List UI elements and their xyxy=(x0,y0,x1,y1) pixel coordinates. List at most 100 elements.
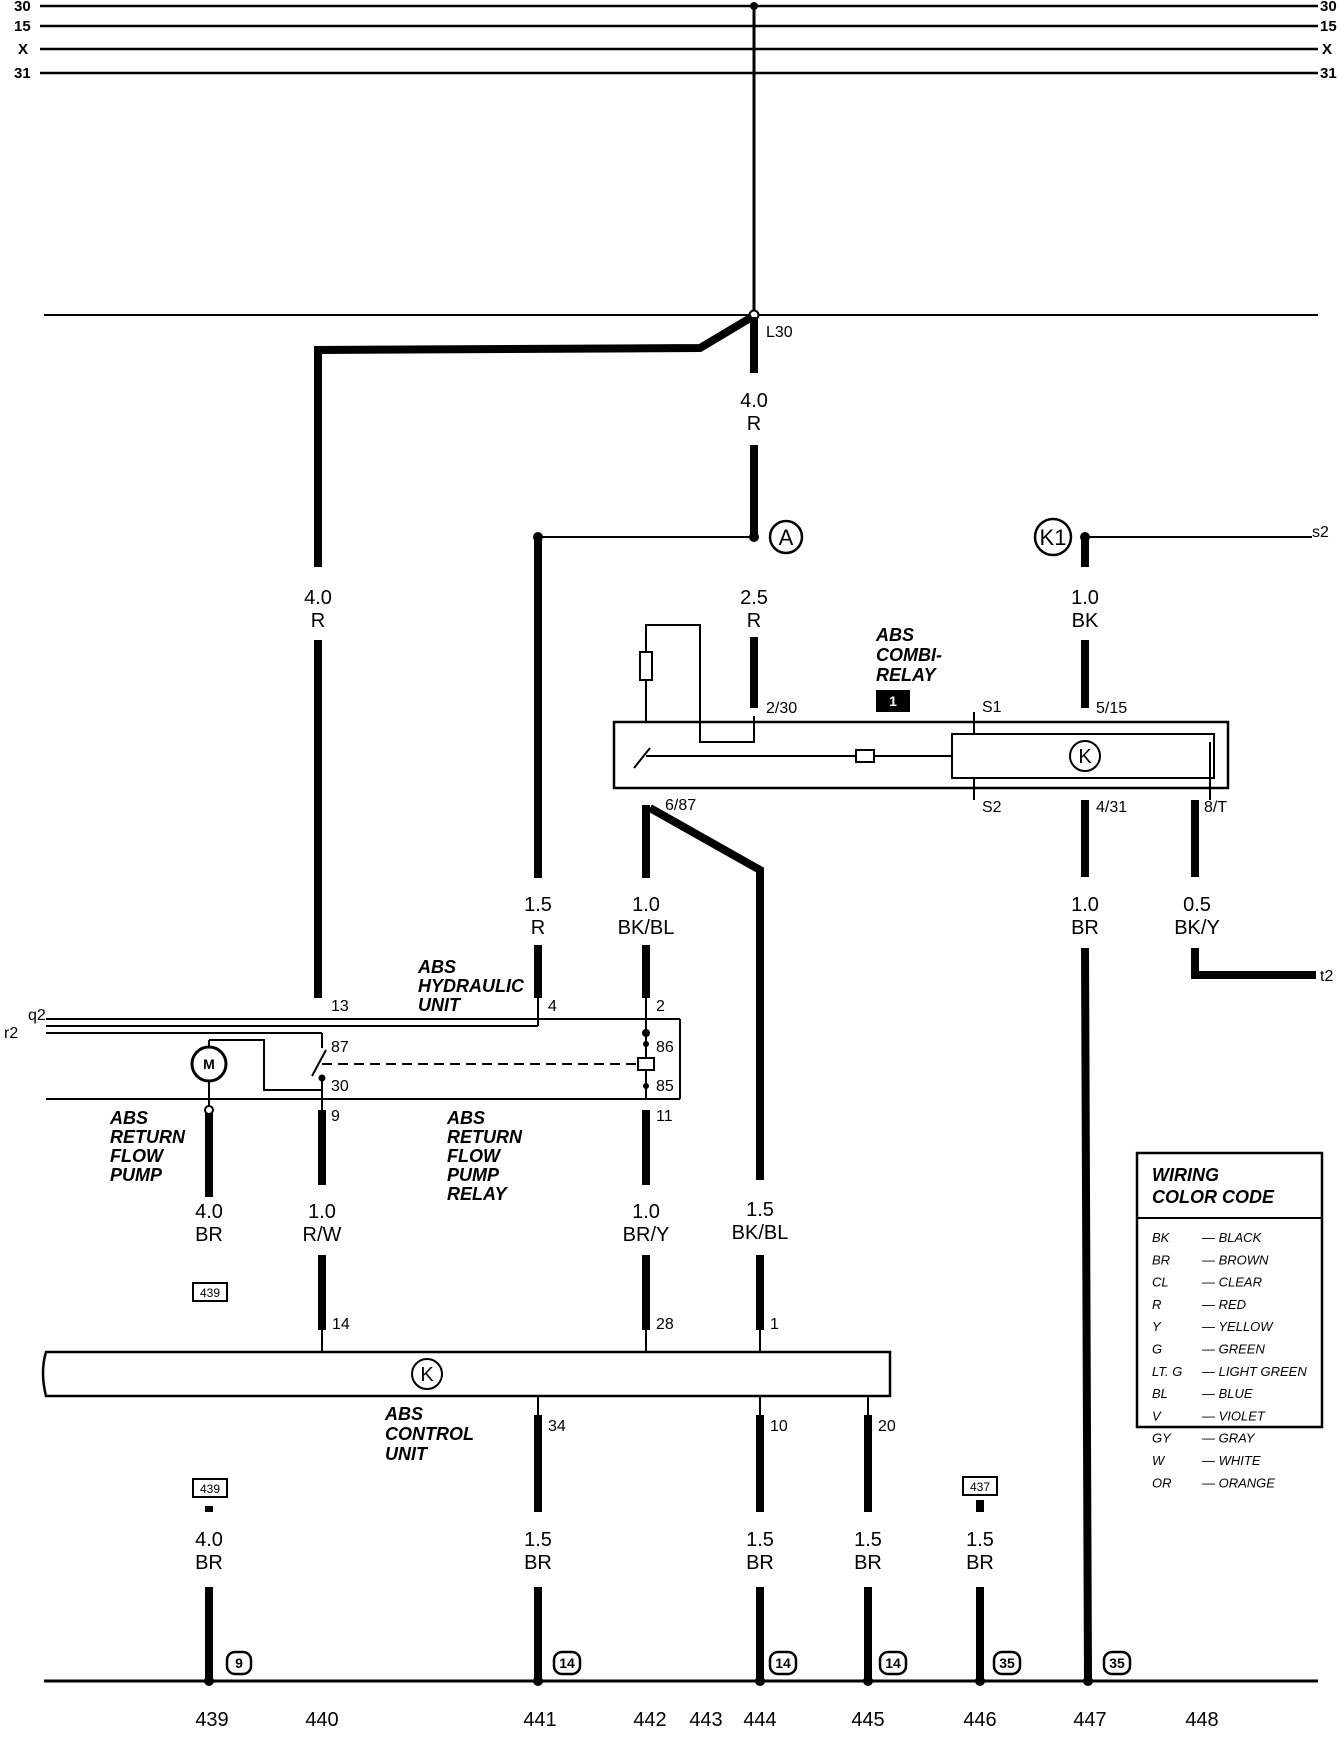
legend-title-1: WIRING xyxy=(1152,1165,1219,1185)
connector-a-label: A xyxy=(779,525,794,550)
legend-color-name: — BROWN xyxy=(1201,1252,1269,1267)
wire-labels: 4.0 R 4.0 R 2.5 R 1.0 BK 1.5 R 1.0 BK/BL… xyxy=(195,390,1220,1574)
hydraulic-pump-loop xyxy=(209,1039,322,1091)
legend-code: BK xyxy=(1152,1230,1171,1245)
connector-k1-label: K1 xyxy=(1040,525,1067,550)
splice-label-l30: L30 xyxy=(766,324,793,341)
wire-color-main: R xyxy=(747,413,761,435)
hydraulic-switch-blade xyxy=(311,1049,327,1077)
wire-size-cu1: 1.5 xyxy=(746,1199,774,1221)
wire-size-cu20: 1.5 xyxy=(854,1529,882,1551)
pump-title-4: PUMP xyxy=(110,1165,163,1185)
wire-color-8t: BK/Y xyxy=(1174,917,1220,939)
pump-relay-title-5: RELAY xyxy=(447,1184,509,1204)
wire-size-pin11: 1.0 xyxy=(632,1201,660,1223)
pump-title-2: RETURN xyxy=(110,1127,186,1147)
bus-label-30-left: 30 xyxy=(14,0,31,15)
wire-color-pump: BR xyxy=(195,1224,223,1246)
pump-motor: M xyxy=(190,1045,228,1083)
hydraulic-pin2-junction xyxy=(642,1029,650,1037)
bus-label-31-right: 31 xyxy=(1320,65,1337,82)
ground-junction-445 xyxy=(863,1676,873,1686)
wire-size-cu10: 1.5 xyxy=(746,1529,774,1551)
control-unit: K ABS CONTROL UNIT 14 28 1 34 10 20 xyxy=(41,1316,896,1464)
pump-relay-title-2: RETURN xyxy=(447,1127,523,1147)
pump-title-3: FLOW xyxy=(110,1146,165,1166)
pump-motor-symbol: M xyxy=(203,1056,215,1072)
bus-label-15-left: 15 xyxy=(14,18,31,35)
legend-code: R xyxy=(1152,1297,1161,1312)
connector-k1: K1 xyxy=(1033,517,1073,557)
legend-color-name: — ORANGE xyxy=(1201,1475,1275,1490)
wire-size-pin9: 1.0 xyxy=(308,1201,336,1223)
grid-number: 442 xyxy=(633,1709,666,1731)
pin-label-h85: 85 xyxy=(656,1078,674,1095)
legend-code: BL xyxy=(1152,1386,1168,1401)
wire-color-relay-feed: R xyxy=(747,610,761,632)
legend-color-name: — VIOLET xyxy=(1201,1408,1266,1423)
legend-color-name: — LIGHT GREEN xyxy=(1201,1364,1307,1379)
connector-k1-ring xyxy=(1033,517,1073,557)
hydraulic-relay-coil xyxy=(637,1057,655,1071)
pin-label-6-87: 6/87 xyxy=(665,797,696,814)
grid-number: 447 xyxy=(1073,1709,1106,1731)
legend-color-name: — GRAY xyxy=(1201,1431,1256,1446)
pump-label: ABS RETURN FLOW PUMP xyxy=(109,1108,186,1185)
grid-number: 440 xyxy=(305,1709,338,1731)
ground-point-9-frame xyxy=(225,1650,253,1676)
hydraulic-unit-title-2: HYDRAULIC xyxy=(418,976,525,996)
power-bus xyxy=(40,4,1318,75)
connector-a-ring xyxy=(768,519,804,555)
ground-point-35a-frame xyxy=(992,1650,1022,1676)
hydraulic-unit: ABS HYDRAULIC UNIT M xyxy=(4,957,681,1125)
combi-relay-title-3: RELAY xyxy=(876,665,938,685)
legend-code: GY xyxy=(1152,1431,1172,1446)
combi-relay-k-ring xyxy=(1069,740,1101,772)
pin-label-c28: 28 xyxy=(656,1316,674,1333)
control-unit-leads xyxy=(321,1330,869,1415)
wire-size-relay-feed: 2.5 xyxy=(740,587,768,609)
control-unit-k-ring xyxy=(411,1358,443,1390)
wire-size-main: 4.0 xyxy=(740,390,768,412)
pin-label-h87: 87 xyxy=(331,1039,349,1056)
legend-color-name: — YELLOW xyxy=(1201,1319,1274,1334)
ground-point-14c: 14 xyxy=(885,1655,901,1671)
wire-size-left: 4.0 xyxy=(304,587,332,609)
combi-relay-k-symbol: K xyxy=(1078,746,1092,768)
wire-color-446: BR xyxy=(966,1552,994,1574)
hydraulic-pump-bottom-node xyxy=(204,1105,214,1115)
pump-relay-title-1: ABS xyxy=(446,1108,485,1128)
pin-label-5-15: 5/15 xyxy=(1096,700,1127,717)
connector-a: A xyxy=(768,519,804,555)
bus-label-x-left: X xyxy=(18,41,28,58)
pin-label-c14: 14 xyxy=(332,1316,350,1333)
junction-a-right xyxy=(749,532,759,542)
pin-label-2-30: 2/30 xyxy=(766,700,797,717)
legend-color-name: — BLACK xyxy=(1201,1230,1263,1245)
pin-label-h2: 2 xyxy=(656,998,665,1015)
pump-relay-title-4: PUMP xyxy=(447,1165,500,1185)
combi-relay-switch-blade xyxy=(633,747,651,769)
wire-color-ground: BR xyxy=(1071,917,1099,939)
pin-label-c1: 1 xyxy=(770,1316,779,1333)
ground-point-14c-frame xyxy=(878,1650,908,1676)
wire-color-pin9: R/W xyxy=(303,1224,342,1246)
bus-label-x-right: X xyxy=(1322,41,1332,58)
legend-code: G xyxy=(1152,1342,1162,1357)
legend-frame xyxy=(1135,1151,1324,1429)
ref-box-439-upper-frame xyxy=(192,1282,228,1302)
pump-title-1: ABS xyxy=(109,1108,148,1128)
wire-size-ground: 1.0 xyxy=(1071,894,1099,916)
hydraulic-pin86-junction xyxy=(643,1041,649,1047)
legend-code: V xyxy=(1152,1408,1162,1423)
wire-color-cu34: BR xyxy=(524,1552,552,1574)
combi-relay-badge-label: 1 xyxy=(889,693,897,709)
grid-number: 444 xyxy=(743,1709,776,1731)
ref-box-437-label: 437 xyxy=(970,1480,990,1494)
ref-box-439-lower: 439 xyxy=(192,1478,228,1498)
connector-r2-label: r2 xyxy=(4,1025,18,1042)
pin-label-h13: 13 xyxy=(331,998,349,1015)
ref-box-439-lower-label: 439 xyxy=(200,1482,220,1496)
